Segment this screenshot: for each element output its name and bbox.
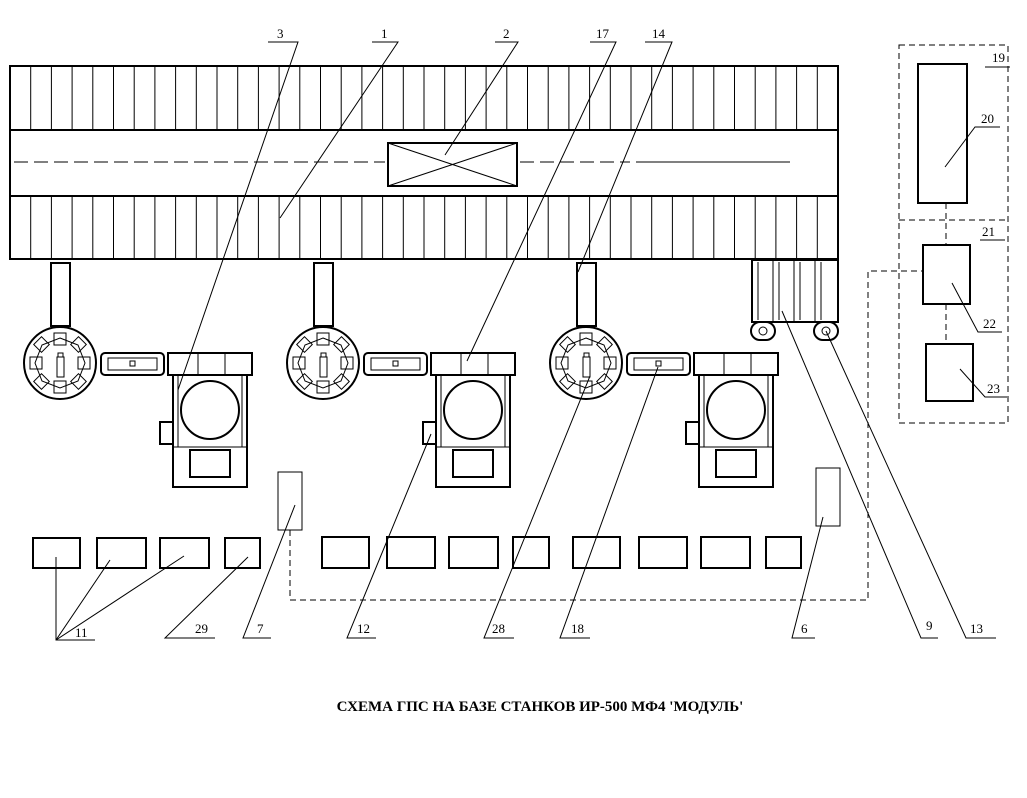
callout-23: 23 [987, 381, 1000, 396]
control-room [898, 44, 1009, 424]
callout-12: 12 [357, 621, 370, 636]
unit-23 [925, 343, 974, 402]
pallet-shuttle [626, 352, 691, 376]
rack-cells-top [30, 66, 818, 130]
machine-cell-2 [286, 262, 516, 488]
callout-11: 11 [75, 625, 88, 640]
rack-transfer-arm [576, 262, 597, 327]
pallet-shuttle [363, 352, 428, 376]
stacker-crane [387, 142, 518, 187]
unit-22 [922, 244, 971, 305]
controller-6 [815, 467, 841, 527]
leader-lines [55, 41, 1010, 641]
callout-22: 22 [983, 316, 996, 331]
callout-19: 19 [992, 50, 1005, 65]
machine-tool [422, 352, 516, 488]
callout-17: 17 [596, 26, 610, 41]
rack-transfer-arm [50, 262, 71, 327]
controller-7 [277, 471, 303, 531]
network-line [289, 270, 922, 601]
rack-transfer-arm [313, 262, 334, 327]
machine-cell-1 [23, 262, 253, 488]
callout-3: 3 [277, 26, 284, 41]
loading-station [750, 259, 839, 341]
callout-9: 9 [926, 618, 933, 633]
tool-magazine [286, 326, 360, 400]
callout-29: 29 [195, 621, 208, 636]
storage-rack [9, 65, 839, 260]
callout-1: 1 [381, 26, 388, 41]
callout-21: 21 [982, 224, 995, 239]
host-computer-20 [917, 63, 968, 204]
tool-magazine [23, 326, 97, 400]
callout-13: 13 [970, 621, 983, 636]
rack-cells-bottom [30, 196, 818, 259]
callout-28: 28 [492, 621, 505, 636]
callout-20: 20 [981, 111, 994, 126]
machine-tool [159, 352, 253, 488]
callout-14: 14 [652, 26, 666, 41]
machine-tool [685, 352, 779, 488]
callout-6: 6 [801, 621, 808, 636]
machine-cell-3 [549, 262, 779, 488]
callout-2: 2 [503, 26, 510, 41]
control-cabinets [32, 536, 802, 569]
diagram-title: СХЕМА ГПС НА БАЗЕ СТАНКОВ ИР-500 МФ4 'МО… [337, 699, 744, 715]
callout-18: 18 [571, 621, 584, 636]
callout-labels: 3 1 2 17 14 19 20 21 22 23 11 29 7 12 28… [75, 26, 1005, 640]
pallet-shuttle [100, 352, 165, 376]
callout-7: 7 [257, 621, 264, 636]
tool-magazine [549, 326, 623, 400]
